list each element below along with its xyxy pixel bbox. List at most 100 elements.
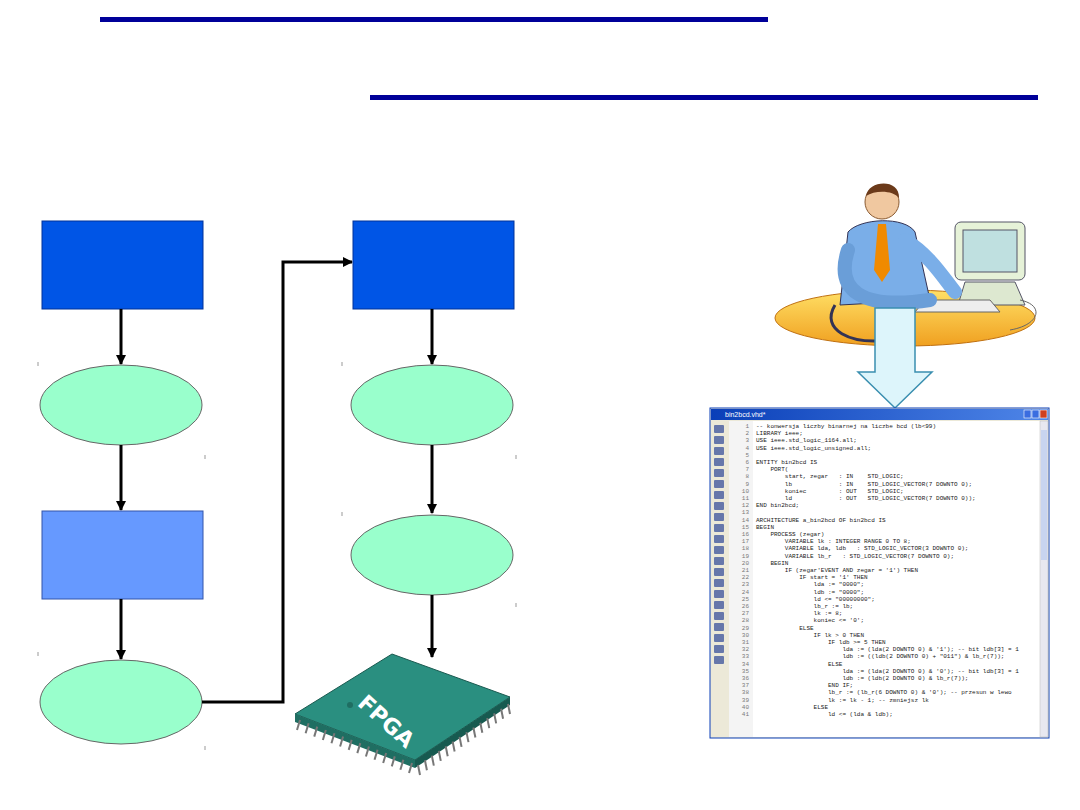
code-line: lb_r := (lb_r(6 DOWNTO 0) & '0'); -- prz…: [756, 689, 1012, 696]
code-line: lb_r := lb;: [756, 603, 853, 610]
fpga-chip: [295, 654, 510, 775]
line-number: 7: [731, 466, 749, 473]
line-number: 19: [731, 553, 749, 560]
process-box: [353, 221, 514, 309]
code-line: IF ldb >= 5 THEN: [756, 639, 886, 646]
flow-arrow: [431, 445, 434, 513]
code-line: USE ieee.std_logic_unsigned.all;: [756, 445, 871, 452]
code-line: VARIABLE lda, ldb : STD_LOGIC_VECTOR(3 D…: [756, 545, 968, 552]
header-rule: [370, 95, 1038, 100]
line-number: 28: [731, 617, 749, 624]
line-number: 26: [731, 603, 749, 610]
hollow-arrow: [858, 308, 932, 408]
code-line: ARCHITECTURE a_bin2bcd OF bin2bcd IS: [756, 517, 886, 524]
code-line: ld <= "00000000";: [756, 596, 875, 603]
step-ellipse: [351, 365, 513, 445]
line-number: 13: [731, 509, 749, 516]
code-line: ldb := ((ldb(2 DOWNTO 0) + "011") & lb_r…: [756, 653, 1004, 660]
line-number: 10: [731, 488, 749, 495]
header-rule: [100, 17, 768, 22]
line-number: 8: [731, 473, 749, 480]
code-line: IF (zegar'EVENT AND zegar = '1') THEN: [756, 567, 918, 574]
step-ellipse: [40, 660, 202, 744]
code-line: koniec <= '0';: [756, 617, 864, 624]
line-number: 4: [731, 445, 749, 452]
flow-arrow: [202, 262, 352, 702]
process-box: [42, 511, 203, 599]
code-line: ELSE: [756, 625, 814, 632]
flow-arrow: [120, 445, 123, 510]
line-number: 11: [731, 495, 749, 502]
flow-arrow: [431, 595, 434, 657]
line-number: 40: [731, 704, 749, 711]
code-line: END IF;: [756, 682, 853, 689]
line-number: 25: [731, 596, 749, 603]
code-line: lk := lk - 1; -- zmniejsz lk: [756, 697, 929, 704]
code-line: ld : OUT STD_LOGIC_VECTOR(7 DOWNTO 0));: [756, 495, 976, 502]
code-line: BEGIN: [756, 524, 774, 531]
code-line: ld <= (lda & ldb);: [756, 711, 893, 718]
line-number: 5: [731, 452, 749, 459]
line-number: 36: [731, 675, 749, 682]
code-line: PROCESS (zegar): [756, 531, 824, 538]
line-number: 35: [731, 668, 749, 675]
line-number: 27: [731, 610, 749, 617]
code-line: PORT(: [756, 466, 788, 473]
line-number: 32: [731, 646, 749, 653]
code-line: USE ieee.std_logic_1164.all;: [756, 437, 857, 444]
flow-arrow: [431, 309, 434, 364]
line-number: 33: [731, 653, 749, 660]
line-number: 29: [731, 625, 749, 632]
line-number: 39: [731, 697, 749, 704]
flow-arrow: [120, 309, 123, 364]
line-number: 30: [731, 632, 749, 639]
code-line: BEGIN: [756, 560, 788, 567]
line-number: 18: [731, 545, 749, 552]
line-number: 23: [731, 581, 749, 588]
line-number: 37: [731, 682, 749, 689]
code-line: lk := 8;: [756, 610, 842, 617]
line-number: 24: [731, 589, 749, 596]
line-number: 38: [731, 689, 749, 696]
line-number: 34: [731, 661, 749, 668]
line-number: 2: [731, 430, 749, 437]
line-number: 21: [731, 567, 749, 574]
code-line: lb : IN STD_LOGIC_VECTOR(7 DOWNTO 0);: [756, 481, 972, 488]
code-line: ELSE: [756, 704, 828, 711]
code-line: LIBRARY ieee;: [756, 430, 803, 437]
code-line: -- konwersja liczby binarnej na liczbe b…: [756, 423, 936, 430]
code-line: ldb := (ldb(2 DOWNTO 0) & lb_r(7));: [756, 675, 968, 682]
line-number: 41: [731, 711, 749, 718]
line-number: 20: [731, 560, 749, 567]
step-ellipse: [351, 515, 513, 595]
code-line: VARIABLE lk : INTEGER RANGE 0 TO 8;: [756, 538, 911, 545]
step-ellipse: [40, 365, 202, 445]
line-number: 9: [731, 481, 749, 488]
line-number: 22: [731, 574, 749, 581]
line-number: 14: [731, 517, 749, 524]
code-line: lda := (lda(2 DOWNTO 0) & '0'); -- bit l…: [756, 668, 1019, 675]
code-line: ELSE: [756, 661, 842, 668]
code-line: END bin2bcd;: [756, 502, 799, 509]
editor-window: [710, 408, 1049, 738]
code-line: start, zegar : IN STD_LOGIC;: [756, 473, 904, 480]
flow-arrow: [120, 599, 123, 659]
code-line: IF lk > 0 THEN: [756, 632, 864, 639]
line-number: 16: [731, 531, 749, 538]
line-number: 1: [731, 423, 749, 430]
line-number: 12: [731, 502, 749, 509]
code-line: lda := (lda(2 DOWNTO 0) & '1'); -- bit l…: [756, 646, 1019, 653]
code-line: lda := "0000";: [756, 581, 864, 588]
code-line: koniec : OUT STD_LOGIC;: [756, 488, 904, 495]
line-number: 31: [731, 639, 749, 646]
code-line: ldb := "0000";: [756, 589, 864, 596]
line-number: 17: [731, 538, 749, 545]
line-number: 15: [731, 524, 749, 531]
process-box: [42, 221, 203, 309]
code-line: IF start = '1' THEN: [756, 574, 868, 581]
line-number: 3: [731, 437, 749, 444]
code-line: ENTITY bin2bcd IS: [756, 459, 817, 466]
window-title: bin2bcd.vhd*: [725, 410, 765, 419]
